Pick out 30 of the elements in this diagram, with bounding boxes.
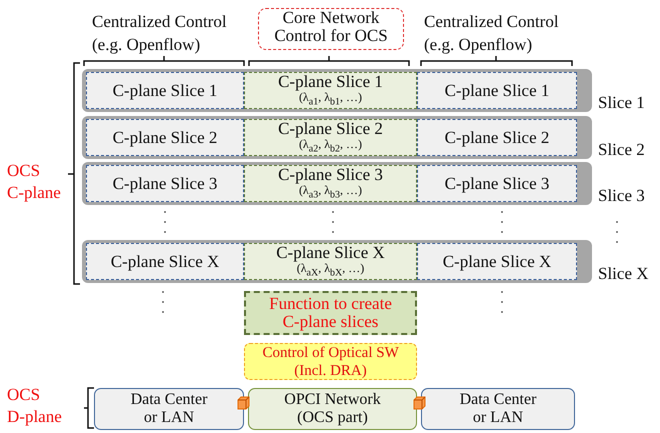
header-text: Centralized Control (e.g. Openflow): [424, 11, 560, 56]
dashed-box: Core Network Control for OCS: [258, 8, 404, 50]
slice-band: [82, 240, 592, 283]
slice-box: C-plane Slice 3 (λ$_{a3}$, λ$_{b3}$, …): [244, 165, 417, 202]
slice-band: [82, 162, 592, 205]
slice-band: [82, 116, 592, 159]
slice-label: Slice X: [598, 264, 649, 283]
slice-box: C-plane Slice 1: [86, 72, 244, 109]
network-box: Data Center or LAN: [94, 388, 244, 430]
slice-box: C-plane Slice X: [86, 243, 244, 280]
slice-box: C-plane Slice X: [417, 243, 577, 280]
slice-box: C-plane Slice 1: [417, 72, 577, 109]
plane-label: OCS D-plane: [7, 384, 63, 428]
network-box: Data Center or LAN: [421, 388, 575, 430]
slice-band: [82, 69, 592, 112]
slice-box: C-plane Slice 2 (λ$_{a2}$, λ$_{b2}$, …): [244, 119, 417, 156]
function-box: Function to create C-plane slices: [244, 291, 417, 335]
slice-box: C-plane Slice X (λ$_{aX}$, λ$_{bX}$, …): [244, 243, 417, 280]
slice-box: C-plane Slice 3: [86, 165, 244, 202]
header-text: Centralized Control (e.g. Openflow): [92, 11, 228, 56]
network-box: OPCI Network (OCS part): [248, 388, 417, 430]
slice-label: Slice 3: [598, 186, 645, 205]
slice-label: Slice 1: [598, 93, 645, 112]
slice-box: C-plane Slice 3: [417, 165, 577, 202]
plane-label: OCS C-plane: [7, 160, 62, 204]
slice-label: Slice 2: [598, 140, 645, 159]
control-box: Control of Optical SW (Incl. DRA): [244, 343, 417, 380]
slice-box: C-plane Slice 1 (λ$_{a1}$, λ$_{b1}$, …): [244, 72, 417, 109]
slice-box: C-plane Slice 2: [86, 119, 244, 156]
slice-box: C-plane Slice 2: [417, 119, 577, 156]
